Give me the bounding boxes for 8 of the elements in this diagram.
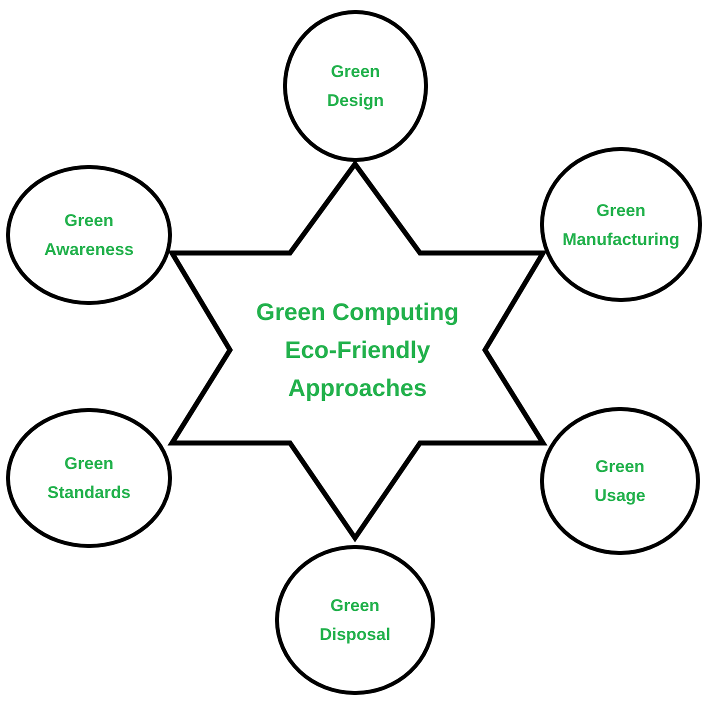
node-text: Green Manufacturing bbox=[562, 200, 680, 251]
node-text: Green Design bbox=[327, 61, 384, 112]
node-text: Green Awareness bbox=[44, 210, 134, 261]
node-text: Green Standards bbox=[47, 453, 131, 504]
star-node bbox=[170, 162, 545, 540]
node-text: Green Usage bbox=[594, 456, 646, 507]
node-text: Green Disposal bbox=[320, 595, 390, 646]
node-text: Green Computing Eco-Friendly Approaches bbox=[255, 298, 460, 404]
